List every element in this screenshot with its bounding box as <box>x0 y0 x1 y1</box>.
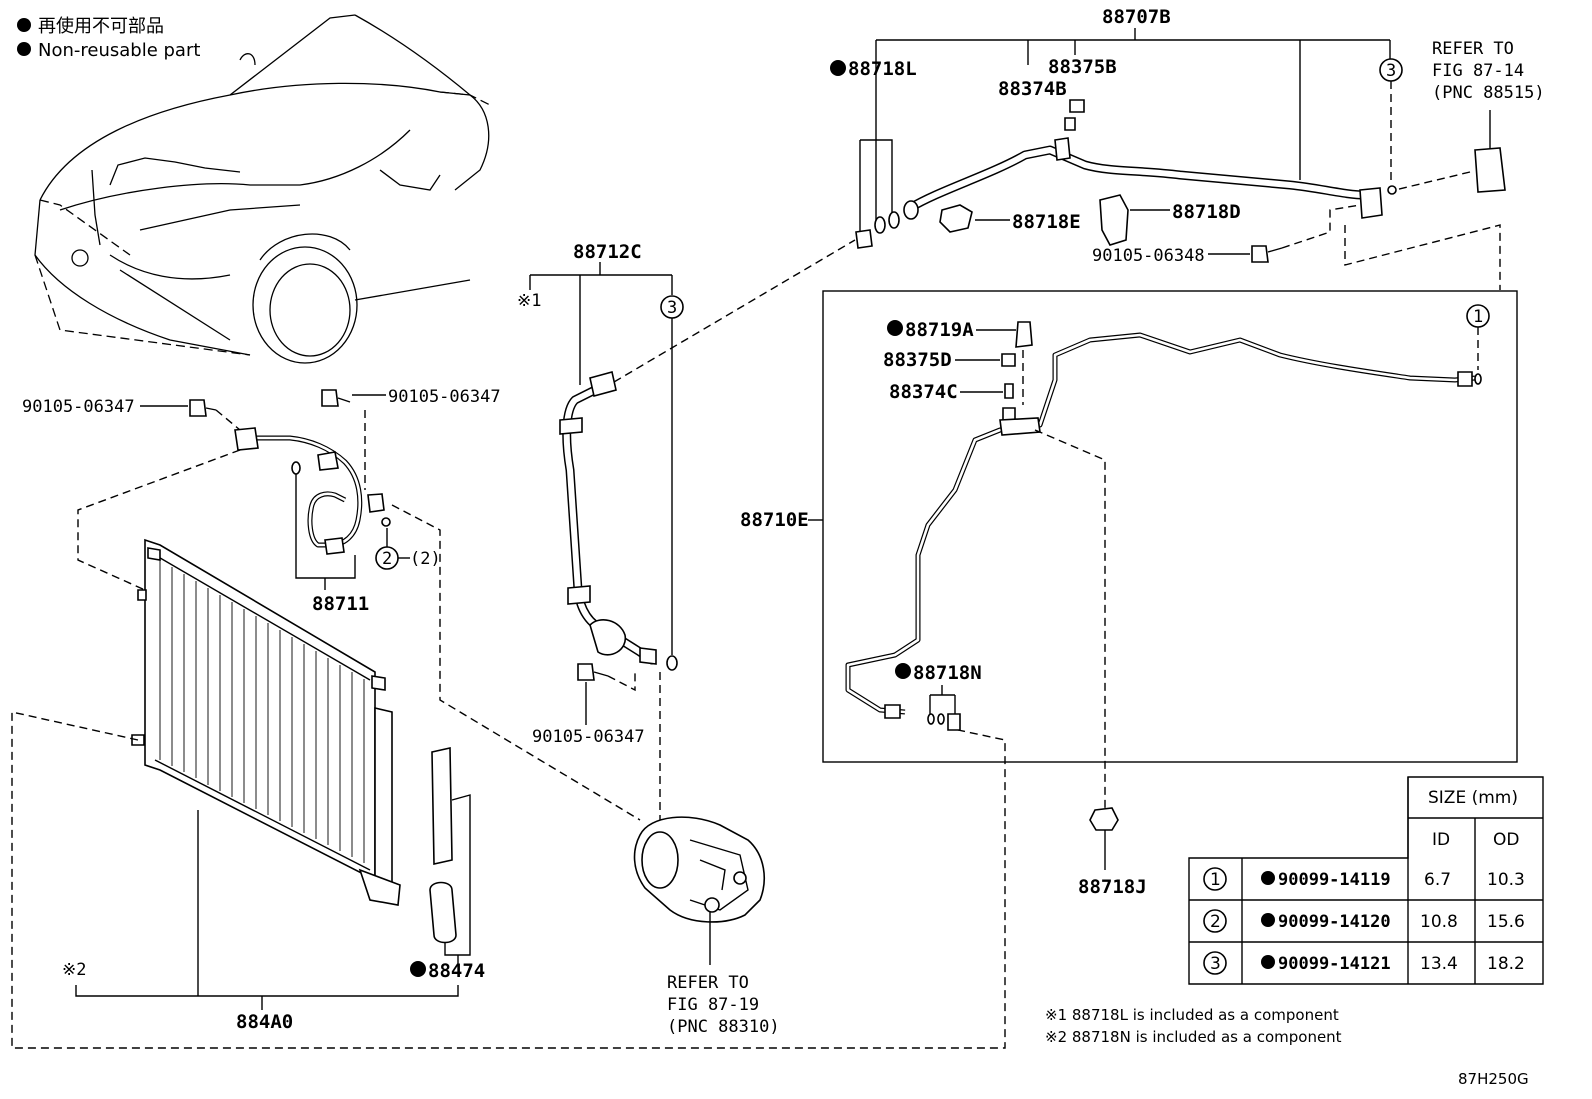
label-88711: 88711 <box>312 593 369 615</box>
table-row-od: 10.3 <box>1487 870 1525 890</box>
table-row-od: 18.2 <box>1487 954 1525 974</box>
label-90105-06347-a: 90105-06347 <box>22 397 135 417</box>
table-row-part: 90099-14121 <box>1278 954 1391 974</box>
clip-88718J: 88718J <box>1078 807 1147 898</box>
bullet-icon <box>895 663 911 679</box>
hose-88711: 90105-06347 90105-06347 88711 2 (2) <box>22 387 641 821</box>
label-88718N: 88718N <box>913 662 982 684</box>
label-88375B: 88375B <box>1048 56 1117 78</box>
table-row-part: 90099-14119 <box>1278 870 1391 890</box>
bullet-icon <box>1261 871 1275 885</box>
pipe-assembly-88707B: 88707B 88718L 88375B 88374B 3 REFER TO F… <box>830 6 1545 290</box>
table-row-id: 13.4 <box>1420 954 1458 974</box>
label-88712C: 88712C <box>573 241 642 263</box>
label-88718L: 88718L <box>848 58 917 80</box>
circle-3-marker: 3 <box>667 298 677 318</box>
circle-2-marker: 2 <box>382 549 392 569</box>
table-row: 3 90099-14121 13.4 18.2 <box>1203 951 1525 975</box>
refer-bot-1: REFER TO <box>667 973 749 993</box>
refer-bot-3: (PNC 88310) <box>667 1017 780 1037</box>
footnote-1: ※1 88718L is included as a component <box>1045 1006 1339 1024</box>
label-88718D: 88718D <box>1172 201 1241 223</box>
bullet-icon <box>1261 955 1275 969</box>
note1-marker: ※1 <box>517 291 541 311</box>
label-88718E: 88718E <box>1012 211 1081 233</box>
table-header-id: ID <box>1432 830 1450 850</box>
figure-code: 87H250G <box>1458 1070 1529 1088</box>
label-884A0: 884A0 <box>236 1011 293 1033</box>
table-row-part: 90099-14120 <box>1278 912 1391 932</box>
label-90105-06347-c: 90105-06347 <box>532 727 645 747</box>
circle-3-marker: 3 <box>1386 61 1396 81</box>
table-row: 1 90099-14119 6.7 10.3 <box>1203 867 1525 891</box>
label-88374C: 88374C <box>889 381 958 403</box>
table-row-ref: 3 <box>1210 954 1221 974</box>
table-header-size: SIZE (mm) <box>1428 788 1518 808</box>
refer-top-3: (PNC 88515) <box>1432 83 1545 103</box>
size-table: SIZE (mm) ID OD 1 90099-14119 6.7 10.3 2… <box>1188 776 1544 985</box>
bullet-icon <box>410 961 426 977</box>
legend-line-jp: 再使用不可部品 <box>38 16 164 37</box>
label-88718J: 88718J <box>1078 876 1147 898</box>
bullet-icon <box>17 42 31 56</box>
table-row-id: 10.8 <box>1420 912 1458 932</box>
car-illustration <box>34 14 491 364</box>
refer-top-1: REFER TO <box>1432 39 1514 59</box>
footnotes: ※1 88718L is included as a component ※2 … <box>1045 1006 1529 1088</box>
bullet-icon <box>17 18 31 32</box>
bullet-icon <box>1261 913 1275 927</box>
pipe-assembly-88710E: 88710E 88719A 88375D 88374C 1 88718N <box>740 290 1518 808</box>
note2-marker: ※2 <box>62 960 86 980</box>
circle-1-marker: 1 <box>1473 307 1483 327</box>
table-row-id: 6.7 <box>1424 870 1451 890</box>
table-row: 2 90099-14120 10.8 15.6 <box>1203 909 1525 933</box>
label-88474: 88474 <box>428 960 485 982</box>
label-88374B: 88374B <box>998 78 1067 100</box>
legend: 再使用不可部品 Non-reusable part <box>17 16 200 61</box>
table-row-od: 15.6 <box>1487 912 1525 932</box>
label-88707B: 88707B <box>1102 6 1171 28</box>
circle-2-qty: (2) <box>410 549 441 569</box>
bullet-icon <box>830 60 846 76</box>
refer-bot-2: FIG 87-19 <box>667 995 759 1015</box>
label-90105-06347-b: 90105-06347 <box>388 387 501 407</box>
bullet-icon <box>887 320 903 336</box>
footnote-2: ※2 88718N is included as a component <box>1045 1028 1342 1046</box>
hose-88712C: 88712C ※1 3 90105-06347 <box>517 239 856 820</box>
label-88710E: 88710E <box>740 509 809 531</box>
legend-line-en: Non-reusable part <box>38 40 200 61</box>
refer-top-2: FIG 87-14 <box>1432 61 1524 81</box>
label-88719A: 88719A <box>905 319 974 341</box>
condenser-884A0: 88474 ※2 884A0 <box>11 538 1006 1049</box>
label-90105-06348: 90105-06348 <box>1092 246 1205 266</box>
compressor: REFER TO FIG 87-19 (PNC 88310) <box>633 816 780 1037</box>
table-header-od: OD <box>1493 830 1519 850</box>
table-row-ref: 2 <box>1210 912 1221 932</box>
label-88375D: 88375D <box>883 349 952 371</box>
table-row-ref: 1 <box>1210 870 1221 890</box>
